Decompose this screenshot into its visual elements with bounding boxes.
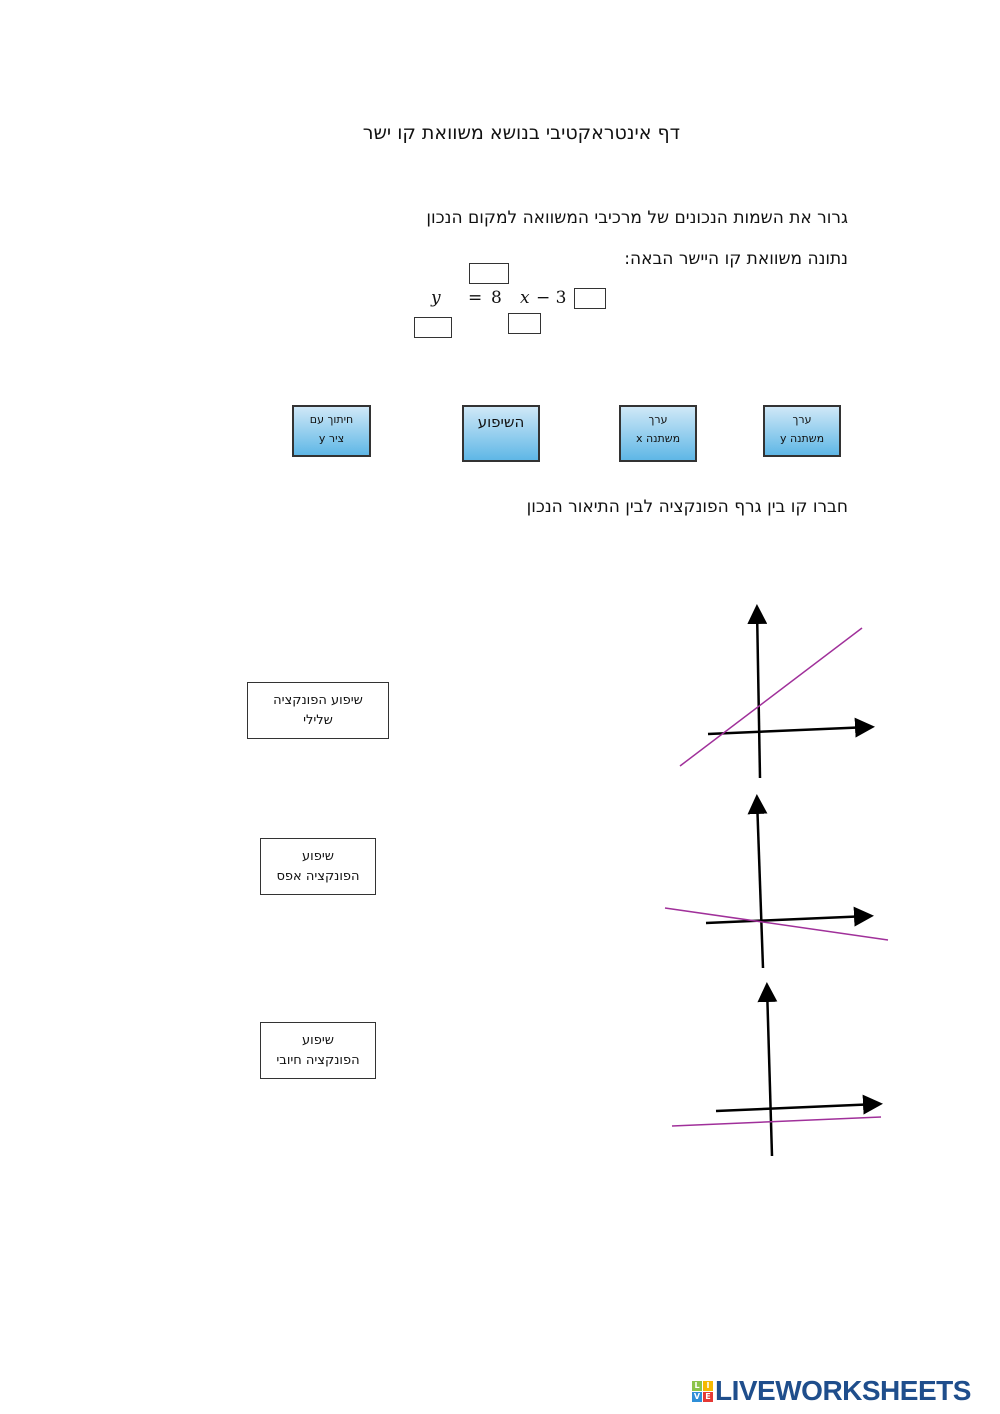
eq-y: y — [431, 288, 441, 308]
y-axis — [747, 794, 768, 969]
graph-negative-line[interactable] — [664, 794, 889, 969]
chip-label: ערך — [648, 413, 668, 426]
function-line — [671, 1116, 882, 1127]
page-title: דף אינטראקטיבי בנושא משוואת קו ישר — [362, 122, 680, 144]
graph-flat-line[interactable] — [671, 982, 883, 1157]
liveworksheets-logo: L I V E LIVEWORKSHEETS — [692, 1375, 971, 1407]
drop-target-y[interactable] — [414, 317, 452, 338]
logo-letter: I — [703, 1380, 713, 1391]
description-zero-slope[interactable]: שיפוע הפונקציה אפס — [260, 838, 376, 895]
eq-x: x — [520, 288, 530, 308]
graph-positive-line[interactable] — [679, 604, 875, 779]
chip-y-value[interactable]: ערך משתנה y — [763, 405, 841, 457]
x-axis — [707, 717, 875, 738]
chip-y-intercept[interactable]: חיתוך עם ציר y — [292, 405, 371, 457]
logo-text: LIVEWORKSHEETS — [715, 1375, 971, 1406]
logo-icon: L I V E — [692, 1380, 713, 1402]
chip-x-value[interactable]: ערך משתנה x — [619, 405, 697, 462]
description-positive-slope[interactable]: שיפוע הפונקציה חיובי — [260, 1022, 376, 1079]
function-line — [664, 907, 889, 941]
x-axis — [705, 906, 874, 927]
chip-label: משתנה y — [779, 432, 825, 445]
chip-label: חיתוך עם — [309, 413, 354, 426]
y-axis — [747, 604, 768, 779]
drop-target-x[interactable] — [508, 313, 541, 334]
description-text: שיפוע הפונקציה — [273, 692, 363, 708]
y-axis — [757, 982, 778, 1157]
instruction-equation: נתונה משוואת קו היישר הבאה: — [624, 249, 848, 269]
drop-target-intercept[interactable] — [574, 288, 606, 309]
x-axis — [715, 1094, 883, 1115]
chip-label: ציר y — [318, 432, 345, 445]
chip-slope[interactable]: השיפוע — [462, 405, 540, 462]
eq-intercept: − 3 — [536, 288, 567, 308]
drop-target-slope[interactable] — [469, 263, 509, 284]
eq-slope: 8 — [491, 288, 502, 308]
logo-letter: V — [692, 1391, 702, 1402]
description-negative-slope[interactable]: שיפוע הפונקציה שלילי — [247, 682, 389, 739]
chip-label: ערך — [792, 413, 812, 426]
logo-letter: E — [703, 1391, 713, 1402]
description-text: שלילי — [303, 712, 333, 728]
chip-label: השיפוע — [477, 413, 525, 431]
eq-equals: = — [468, 288, 483, 308]
description-text: שיפוע — [302, 848, 334, 864]
chip-label: משתנה x — [635, 432, 681, 445]
description-text: הפונקציה אפס — [276, 868, 360, 884]
logo-letter: L — [692, 1380, 702, 1391]
function-line — [679, 627, 863, 767]
instruction-drag: גרור את השמות הנכונים של מרכיבי המשוואה … — [426, 208, 848, 228]
description-text: הפונקציה חיובי — [276, 1052, 360, 1068]
instruction-match: חברו קו בין גרף הפונקציה לבין התיאור הנכ… — [526, 497, 848, 517]
description-text: שיפוע — [302, 1032, 334, 1048]
